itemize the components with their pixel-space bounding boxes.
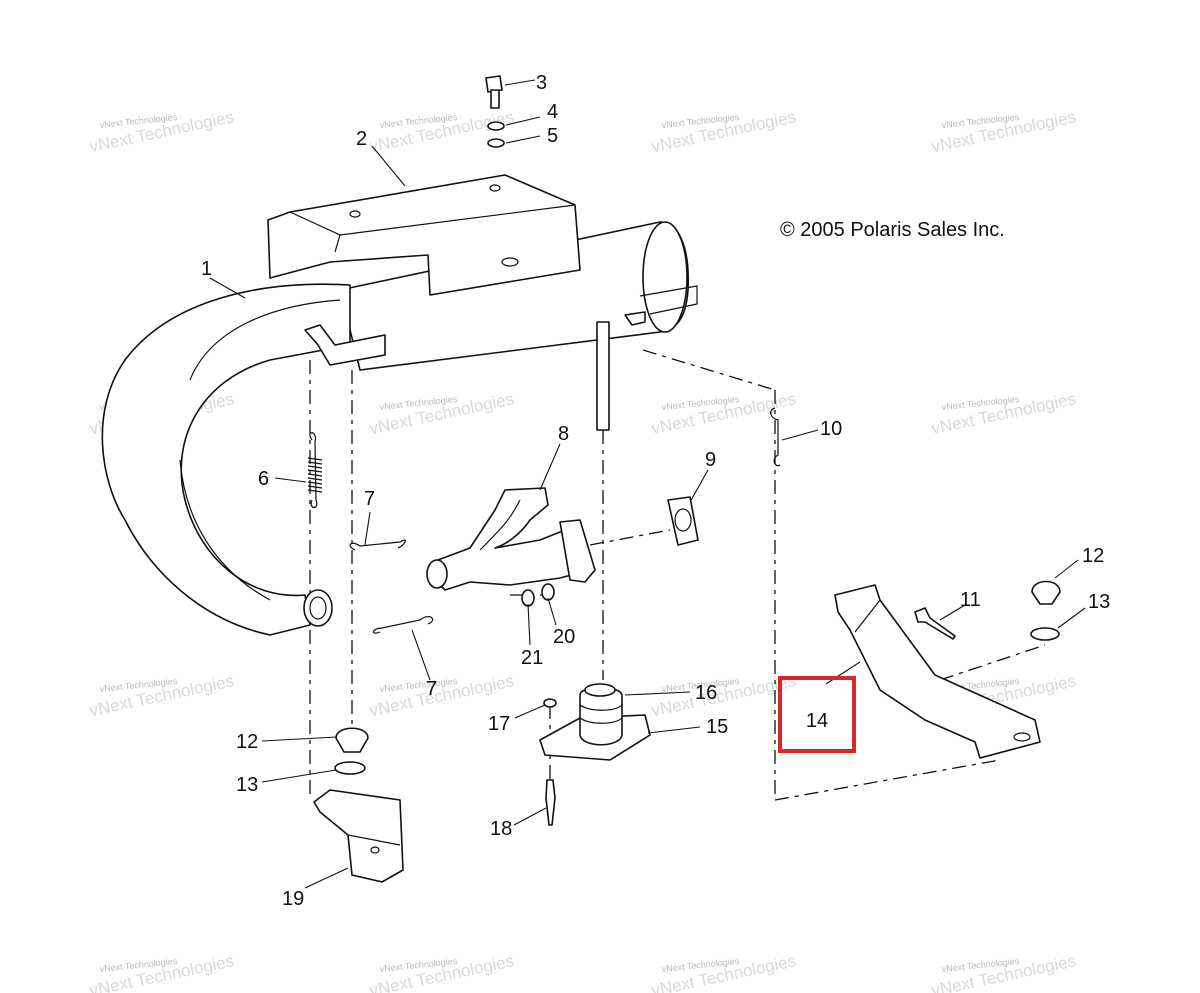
callout-3: 3	[536, 72, 547, 94]
callout-4: 4	[547, 101, 558, 123]
heat-shield	[267, 174, 581, 296]
callout-6: 6	[258, 468, 269, 490]
callout-18: 18	[490, 818, 512, 840]
callout-13-left: 13	[236, 774, 258, 796]
callout-15: 15	[706, 716, 728, 738]
copyright-notice: © 2005 Polaris Sales Inc.	[780, 219, 1005, 241]
callout-17: 17	[488, 713, 510, 735]
callout-5: 5	[547, 125, 558, 147]
callout-10: 10	[820, 418, 842, 440]
bolt-and-washers	[485, 75, 505, 148]
callout-21: 21	[521, 647, 543, 669]
rubber-mount-assembly	[539, 683, 651, 826]
callout-labels: 1 2 3 4 5 6 7 7 8 9 10 11 12 12 13 13 15…	[201, 72, 1110, 910]
y-pipe	[426, 487, 596, 591]
leader-lines	[209, 79, 1086, 889]
callout-12-left: 12	[236, 731, 258, 753]
left-bracket-assembly	[313, 727, 404, 883]
callout-14: 14	[805, 710, 829, 732]
callout-13-right: 13	[1088, 591, 1110, 613]
callout-20: 20	[553, 626, 575, 648]
callout-8: 8	[558, 423, 569, 445]
callout-11: 11	[960, 589, 981, 611]
callout-7-lower: 7	[426, 678, 437, 700]
gasket	[667, 496, 699, 546]
callout-19: 19	[282, 888, 304, 910]
callout-9: 9	[705, 449, 716, 471]
exhaust-silencer-assembly	[101, 221, 698, 636]
callout-2: 2	[356, 128, 367, 150]
springs	[307, 407, 781, 634]
right-bracket-assembly	[834, 580, 1061, 759]
callout-1: 1	[201, 258, 212, 280]
callout-7-upper: 7	[364, 488, 375, 510]
highlighted-part-14-callout[interactable]: 14	[778, 676, 856, 753]
callout-12-right: 12	[1082, 545, 1104, 567]
callout-16: 16	[695, 682, 717, 704]
